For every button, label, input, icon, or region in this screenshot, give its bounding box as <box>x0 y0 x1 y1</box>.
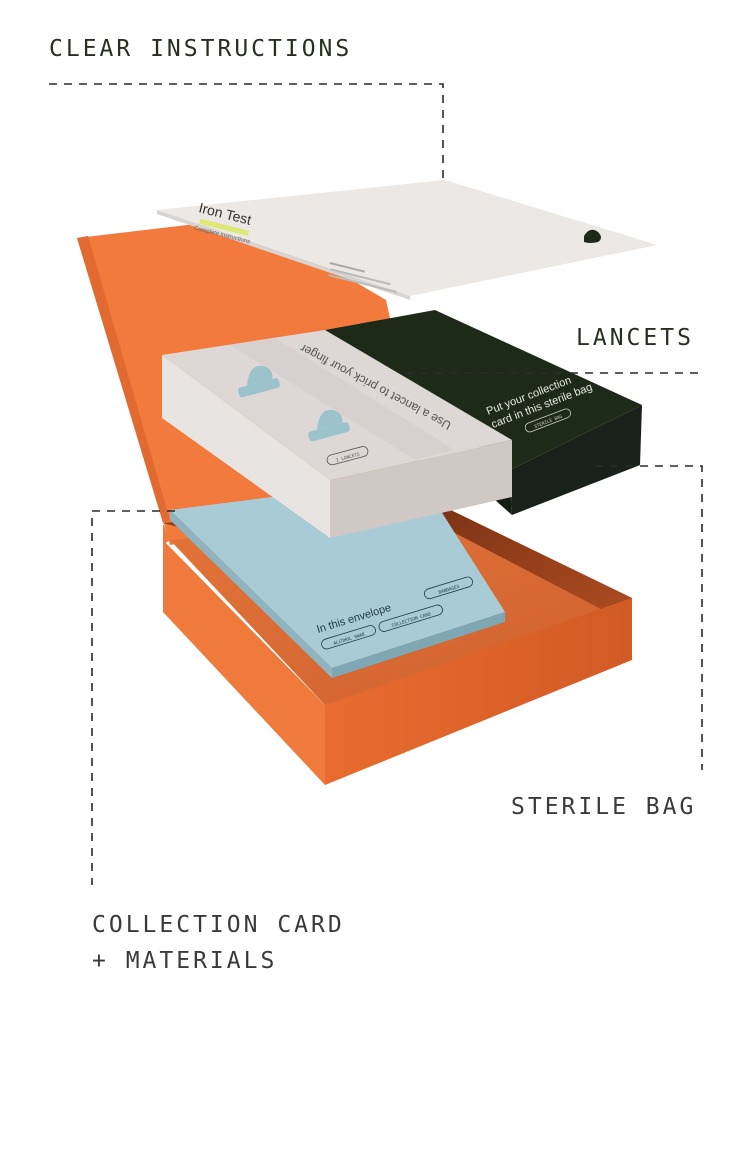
label-collection-line-1: COLLECTION CARD <box>92 912 345 938</box>
box-lid-edge <box>77 236 170 523</box>
label-collection-line-2: + MATERIALS <box>92 948 278 974</box>
leader-instructions <box>49 83 444 185</box>
box-front-wall <box>163 540 325 785</box>
box-left-rim <box>163 523 170 545</box>
label-lancets-text: LANCETS <box>576 325 694 351</box>
instruction-sheet-logo <box>584 229 601 243</box>
label-sterile-bag: STERILE BAG <box>511 789 696 825</box>
label-collection-card: COLLECTION CARD + MATERIALS <box>92 907 345 979</box>
collection-envelope: In this envelope ALCOHOL SWAB COLLECTION… <box>170 478 505 678</box>
sterile-bag-box: Put your collection card in this sterile… <box>325 310 642 515</box>
label-clear-instructions: CLEAR INSTRUCTIONS <box>49 31 352 67</box>
lancet-graphic-1 <box>238 365 280 398</box>
instruction-sheet: Iron Test Complete instructions <box>157 180 657 300</box>
leader-sterile-bag <box>595 465 703 770</box>
label-lancets: LANCETS <box>576 320 694 356</box>
leader-collection <box>91 510 175 885</box>
lancet-graphic-2 <box>308 409 350 442</box>
label-clear-instructions-text: CLEAR INSTRUCTIONS <box>49 36 353 62</box>
box-right-wall <box>325 598 632 785</box>
label-sterile-bag-text: STERILE BAG <box>511 794 697 820</box>
